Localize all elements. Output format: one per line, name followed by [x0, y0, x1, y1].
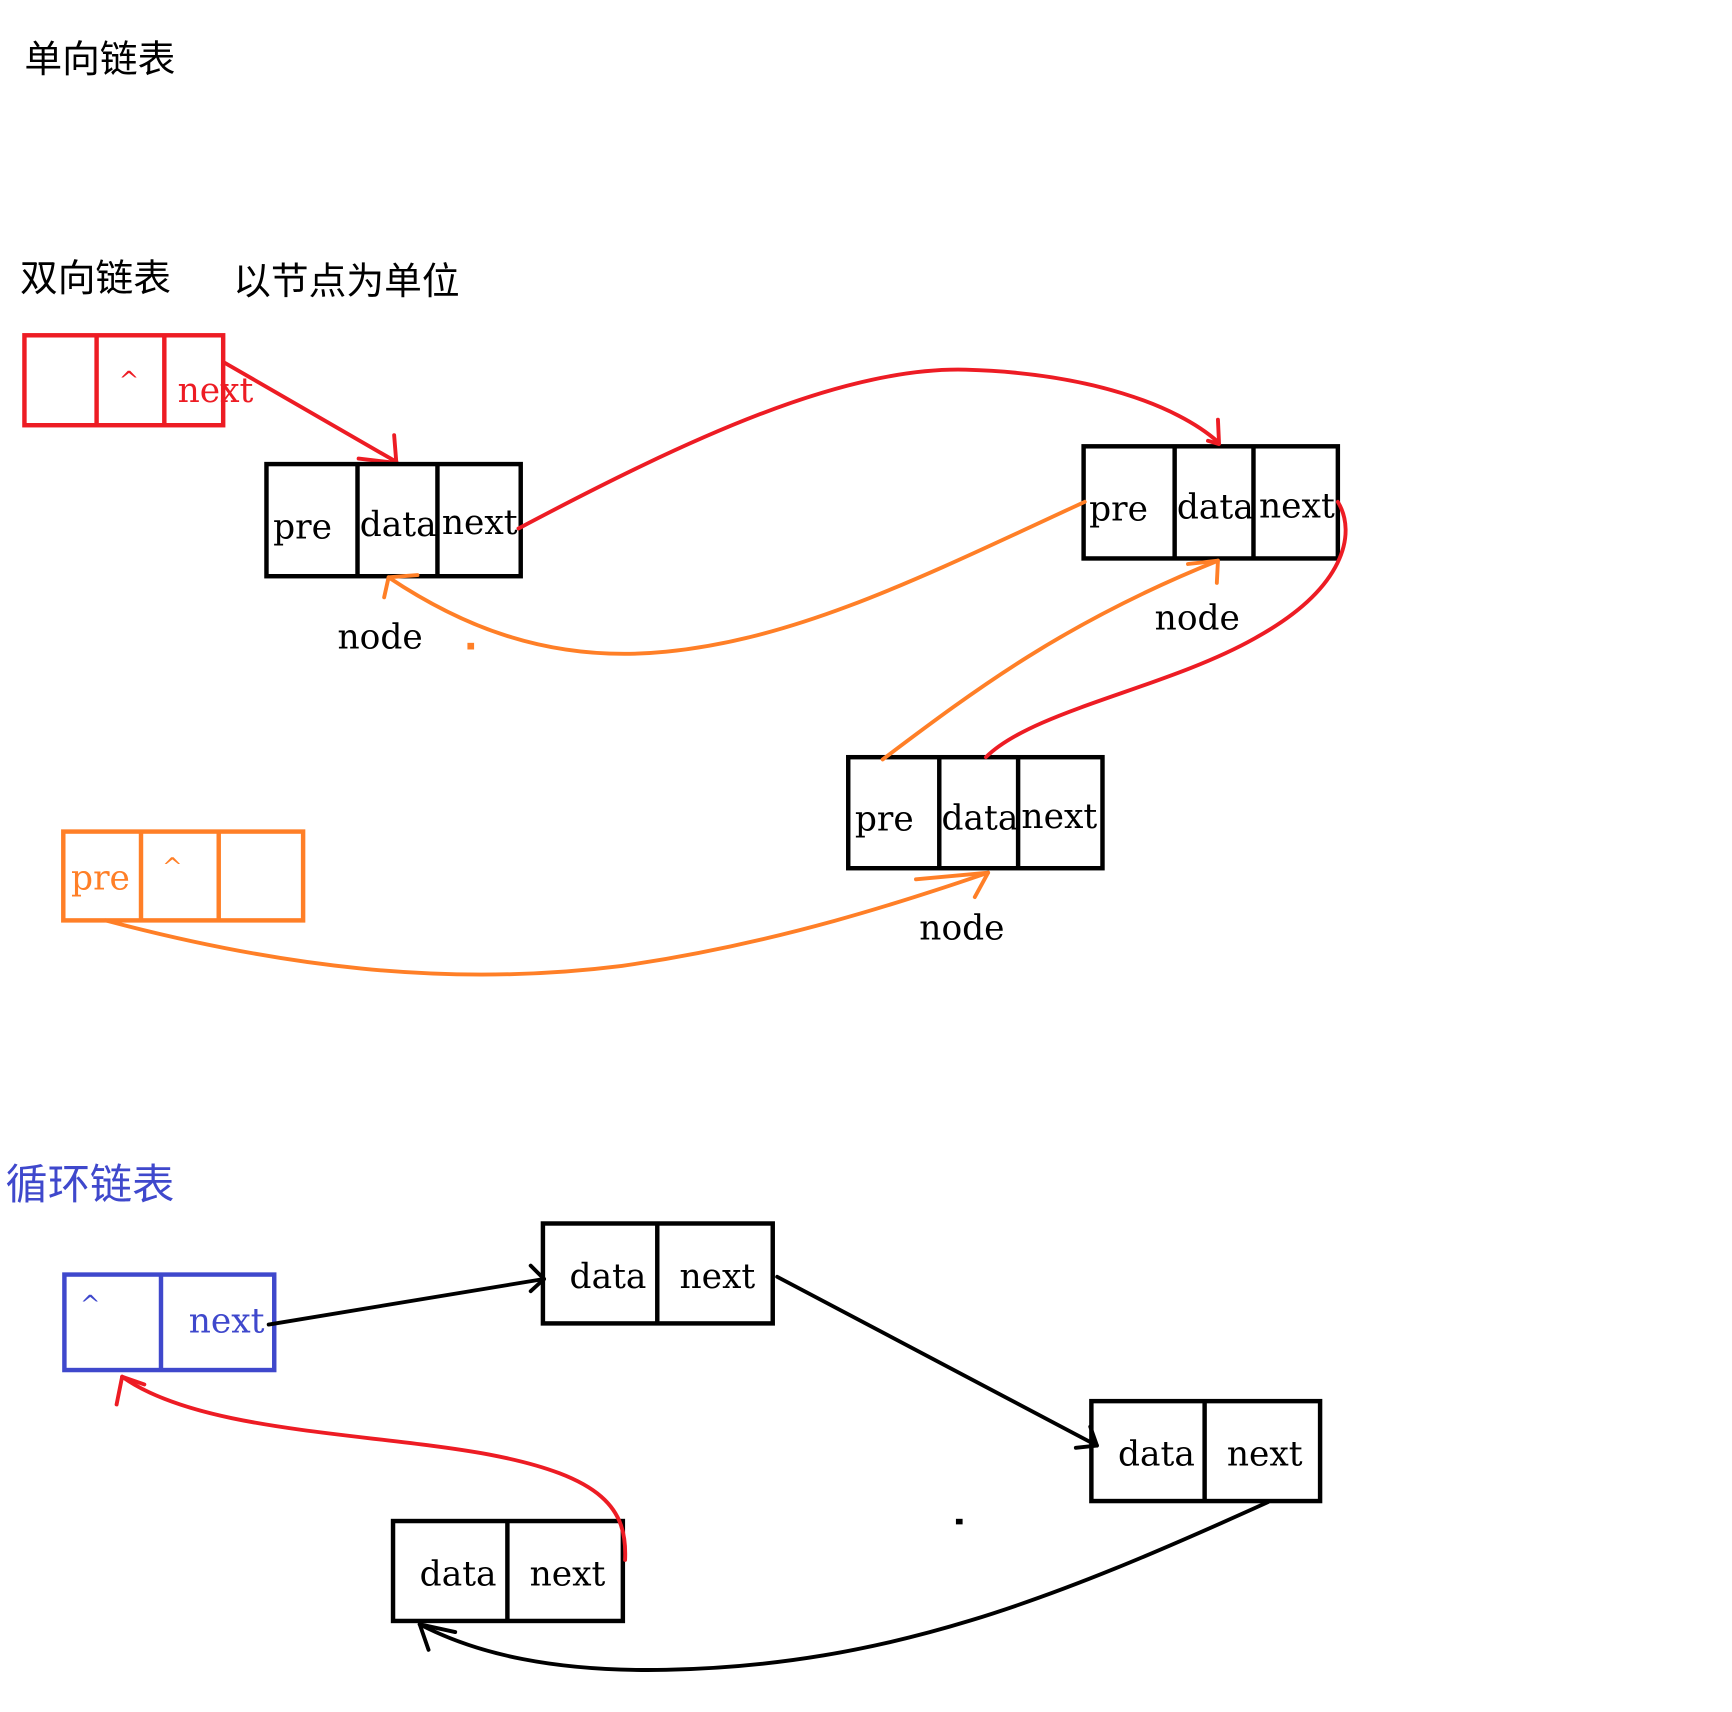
arrowhead-node2-pre-to-node1 [382, 573, 420, 600]
arrow-tail-to-node3 [103, 870, 991, 977]
circular-linked-list-title: 循环链表 [6, 1160, 175, 1209]
doubly-tail-box: pre ^ [61, 829, 306, 923]
doubly-linked-list-title: 双向链表 [20, 256, 171, 300]
doubly-linked-list-note: 以节点为单位 [233, 259, 459, 303]
doubly-node-1-next: next [442, 503, 518, 543]
singly-linked-list-title: 单向链表 [24, 37, 175, 81]
arrow-node1-next-to-node2 [516, 367, 1220, 531]
arrow-head-to-node1 [221, 359, 399, 464]
circular-node-1: data next [540, 1221, 775, 1326]
circular-node-3: data next [390, 1518, 626, 1624]
circular-head-caret: ^ [80, 1289, 100, 1318]
circular-node-1-next: next [679, 1257, 755, 1297]
doubly-tail-box-border [61, 829, 306, 923]
circular-node-2: data next [1089, 1398, 1323, 1504]
arrow-circular-head-to-node-a [266, 1277, 546, 1327]
doubly-head-caret: ^ [119, 366, 139, 395]
circular-node-3-next: next [530, 1554, 606, 1594]
black-dot [955, 1518, 963, 1525]
doubly-node-2: pre data next [1081, 444, 1341, 561]
doubly-node-1-data: data [360, 505, 437, 545]
arrowhead-node3-pre-to-node2 [1186, 558, 1220, 585]
doubly-node-3-label: node [919, 908, 1004, 948]
orange-dot [467, 642, 475, 650]
doubly-node-3-data: data [941, 798, 1018, 838]
arrowhead-circular-node-3-to-head [114, 1374, 147, 1407]
doubly-node-1: pre data next [264, 461, 523, 579]
arrow-node3-pre-to-node2 [880, 558, 1220, 762]
arrow-node2-next-to-node3 [983, 499, 1348, 760]
arrowhead-tail-to-node3 [914, 870, 991, 900]
arrow-circular-node-3-to-head [120, 1374, 628, 1562]
circular-node-3-data: data [420, 1554, 497, 1594]
doubly-node-3: pre data next [846, 754, 1105, 871]
doubly-head-next-label: next [178, 371, 254, 411]
doubly-node-2-data: data [1177, 487, 1254, 527]
doubly-tail-caret: ^ [162, 852, 182, 881]
doubly-head-box: ^ next [22, 333, 254, 428]
arrow-circular-node-1-to-node-2 [775, 1274, 1099, 1448]
arrowhead-node1-next-to-node2 [1206, 417, 1222, 447]
circular-node-1-data: data [570, 1257, 647, 1297]
doubly-head-box-border [22, 333, 226, 428]
doubly-node-1-pre: pre [273, 507, 332, 547]
arrowhead-circular-node-2-to-node-3 [417, 1622, 458, 1652]
doubly-node-2-label: node [1155, 599, 1240, 639]
doubly-node-2-pre: pre [1089, 490, 1148, 530]
circular-node-2-next: next [1227, 1435, 1303, 1475]
doubly-node-1-label: node [338, 617, 423, 657]
arrow-node2-pre-to-node1 [386, 499, 1087, 656]
doubly-node-3-pre: pre [855, 799, 914, 839]
circular-head-next-label: next [189, 1301, 265, 1341]
doubly-node-3-next: next [1021, 797, 1097, 837]
circular-node-2-data: data [1118, 1435, 1195, 1475]
doubly-node-2-next: next [1259, 486, 1335, 526]
doubly-node-3-border [846, 754, 1105, 871]
arrow-circular-node-2-to-node-3 [417, 1500, 1270, 1672]
doubly-tail-pre-label: pre [71, 858, 130, 898]
circular-head-box: ^ next [62, 1272, 277, 1373]
